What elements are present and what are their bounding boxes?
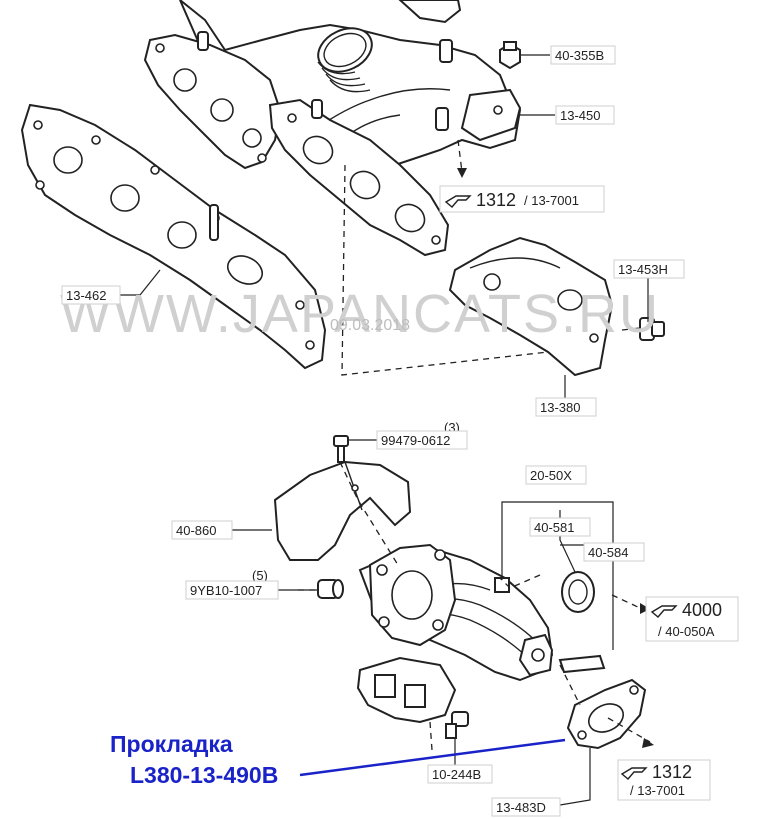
label-40-581: 40-581: [534, 520, 574, 535]
arrow-head: [642, 738, 654, 748]
watermark-site: WWW.JAPANCATS.RU: [60, 284, 660, 344]
alignment-line: [611, 594, 641, 609]
ref-number: 1312: [476, 190, 516, 210]
alignment-line: [607, 717, 651, 743]
label-13-450: 13-450: [560, 108, 600, 123]
ref-sub: / 13-7001: [524, 193, 579, 208]
alignment-line: [339, 461, 399, 566]
alignment-line: [457, 139, 463, 173]
hand-pointer-icon: [650, 605, 678, 618]
label-13-380: 13-380: [540, 400, 580, 415]
hand-pointer-icon: [620, 767, 648, 780]
label-13-453H: 13-453H: [618, 262, 668, 277]
label-13-462: 13-462: [66, 288, 106, 303]
leader-lines: [120, 54, 649, 806]
heat-shield-13-380-drawing: [448, 236, 665, 377]
ref-number: 4000: [682, 600, 722, 620]
ref-callout-1312-lower[interactable]: 1312 / 13-7001: [617, 759, 711, 801]
label-40-355B: 40-355B: [555, 48, 604, 63]
annotation-title: Прокладка: [110, 731, 233, 757]
catalytic-converter-drawing: [273, 435, 647, 750]
alignment-line: [429, 721, 433, 751]
ref-sub: / 40-050A: [658, 624, 715, 639]
qty-5: (5): [252, 568, 268, 583]
watermark-date: 09.03.2018: [330, 317, 410, 334]
label-13-483D: 13-483D: [496, 800, 546, 815]
arrow-head: [457, 168, 467, 178]
label-10-244B: 10-244B: [432, 767, 481, 782]
annotation-part-number: L380-13-490B: [130, 762, 278, 788]
arrow-head: [640, 603, 650, 614]
exhaust-manifold-drawing: [143, 0, 522, 257]
label-9YB10-1007: 9YB10-1007: [190, 583, 262, 598]
ref-callout-1312-upper[interactable]: 1312 / 13-7001: [439, 185, 605, 213]
ref-sub: / 13-7001: [630, 783, 685, 798]
alignment-line: [621, 327, 641, 331]
label-40-860: 40-860: [176, 523, 216, 538]
hand-pointer-icon: [444, 195, 472, 208]
alignment-line: [559, 664, 581, 706]
annotation-pointer-line: [299, 738, 566, 777]
label-20-50X: 20-50X: [530, 468, 572, 483]
label-40-584: 40-584: [588, 545, 628, 560]
ref-number: 1312: [652, 762, 692, 782]
gasket-13-462-drawing: [20, 103, 327, 370]
alignment-line: [341, 164, 549, 376]
label-99479-0612: 99479-0612: [381, 433, 450, 448]
ref-callout-4000[interactable]: 4000 / 40-050A: [645, 596, 739, 642]
